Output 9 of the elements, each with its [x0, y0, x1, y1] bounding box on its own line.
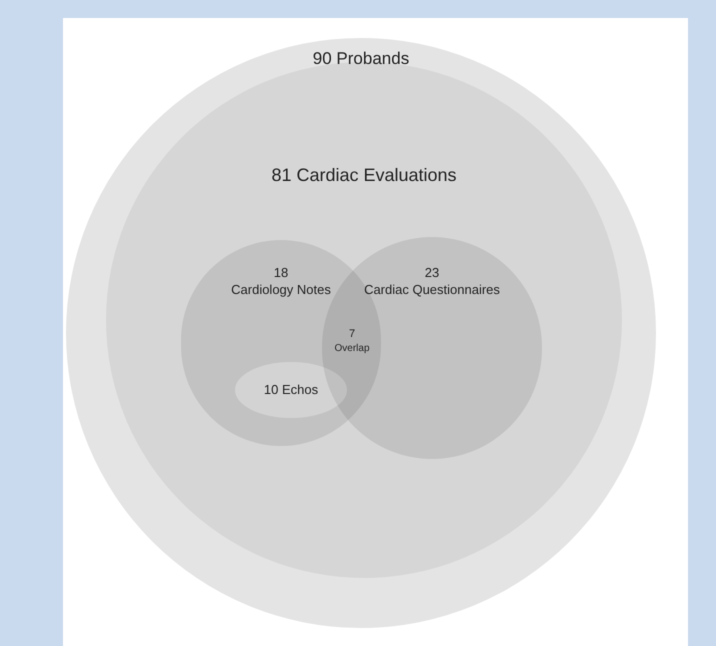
circle-label: 90 Probands: [312, 48, 410, 70]
overlap-label: 7: [348, 327, 356, 342]
circle-label: 23: [424, 264, 440, 281]
circle-label: Cardiology Notes: [231, 281, 331, 298]
overlap-label: Overlap: [333, 342, 370, 356]
circle-label: 81 Cardiac Evaluations: [271, 164, 457, 187]
circle-label: 18: [274, 264, 288, 281]
circle-label: Cardiac Questionnaires: [364, 281, 500, 298]
circle-label: 10 Echos: [264, 381, 318, 400]
